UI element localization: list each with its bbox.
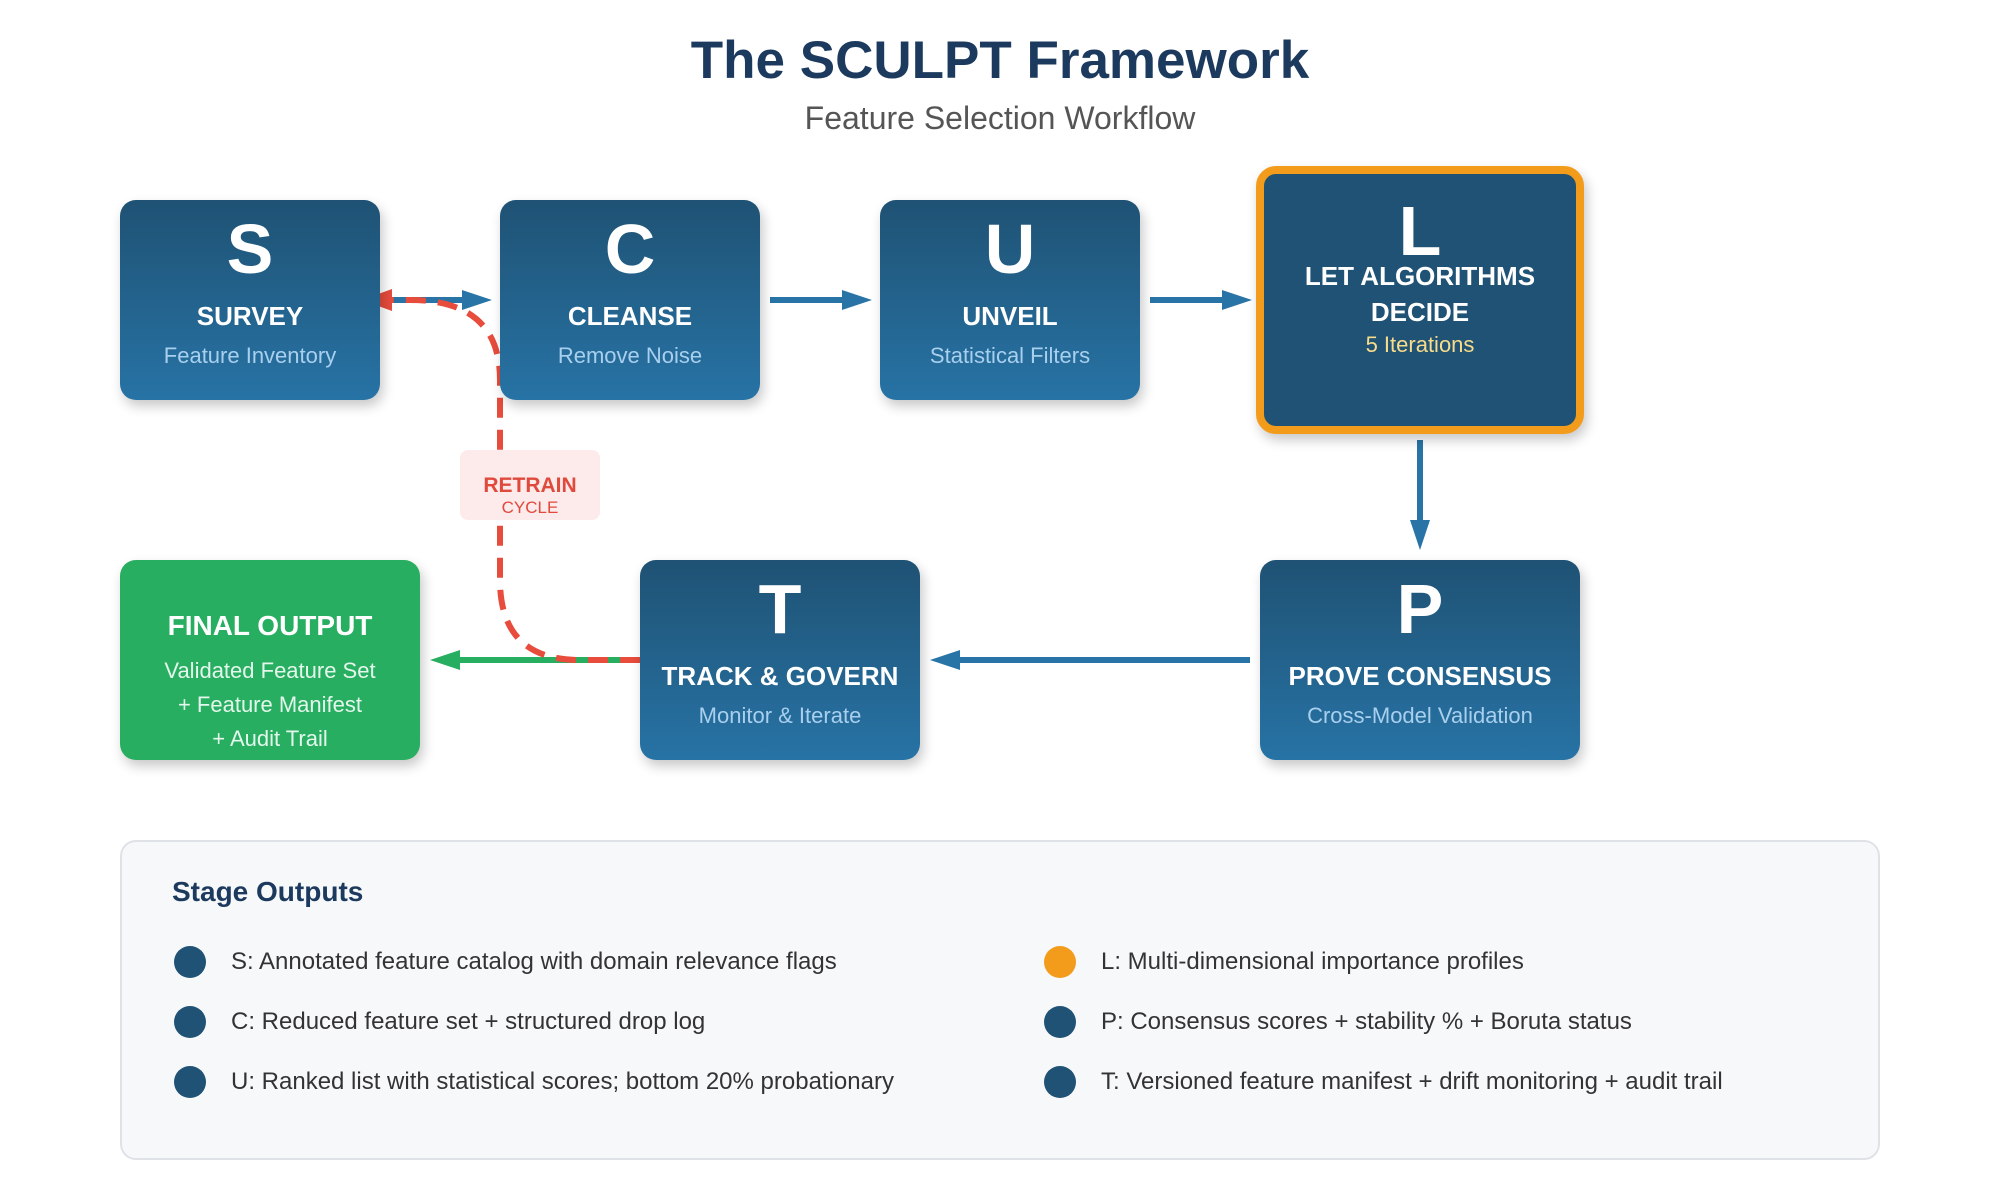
stage-output-text: U: Ranked list with statistical scores; … bbox=[231, 1068, 894, 1095]
final-output-box[interactable]: FINAL OUTPUT Validated Feature Set + Fea… bbox=[120, 560, 420, 760]
final-output-line: + Feature Manifest bbox=[177, 692, 363, 717]
stage-output-text: L: Multi-dimensional importance profiles bbox=[1101, 948, 1524, 975]
stage-name: PROVE CONSENSUS bbox=[1288, 661, 1552, 691]
stage-output-text: T: Versioned feature manifest + drift mo… bbox=[1101, 1068, 1723, 1095]
retrain-label: RETRAIN bbox=[483, 474, 577, 497]
stage-output-text: P: Consensus scores + stability % + Boru… bbox=[1101, 1008, 1632, 1035]
stage-output-text: C: Reduced feature set + structured drop… bbox=[231, 1008, 706, 1035]
stage-description: Remove Noise bbox=[557, 343, 703, 368]
bullet-dot-icon bbox=[1044, 946, 1076, 978]
stage-description: Feature Inventory bbox=[163, 343, 337, 368]
page-title: The SCULPT Framework bbox=[690, 31, 1310, 90]
stage-box-let-algorithms-decide[interactable]: L LET ALGORITHMS DECIDE 5 Iterations bbox=[1256, 166, 1584, 434]
final-output-line: + Audit Trail bbox=[212, 726, 328, 751]
stage-letter: U bbox=[984, 210, 1036, 288]
retrain-sublabel: CYCLE bbox=[501, 498, 559, 517]
stage-box-prove-consensus[interactable]: P PROVE CONSENSUS Cross-Model Validation bbox=[1260, 560, 1580, 760]
arrow-t-to-final bbox=[430, 650, 640, 670]
stage-description: Cross-Model Validation bbox=[1307, 703, 1533, 728]
final-output-line: Validated Feature Set bbox=[164, 658, 376, 683]
stage-letter: T bbox=[758, 570, 802, 648]
final-output-lines: Validated Feature Set + Feature Manifest… bbox=[120, 654, 420, 756]
arrow-l-to-p bbox=[1410, 440, 1430, 550]
stage-description: 5 Iterations bbox=[1365, 332, 1475, 357]
stage-outputs-panel: Stage Outputs S: Annotated feature catal… bbox=[120, 840, 1880, 1160]
page-subtitle: Feature Selection Workflow bbox=[804, 100, 1196, 136]
bullet-dot-icon bbox=[1044, 1006, 1076, 1038]
arrow-s-to-c bbox=[390, 290, 492, 310]
stage-letter: C bbox=[604, 210, 656, 288]
stage-description: Statistical Filters bbox=[929, 343, 1091, 368]
stage-letter: S bbox=[226, 210, 274, 288]
bullet-dot-icon bbox=[174, 1006, 206, 1038]
final-output-title: FINAL OUTPUT bbox=[167, 610, 373, 641]
stage-name: TRACK & GOVERN bbox=[661, 661, 899, 691]
bullet-dot-icon bbox=[1044, 1066, 1076, 1098]
arrow-u-to-l bbox=[1150, 290, 1252, 310]
stage-box-unveil[interactable]: U UNVEIL Statistical Filters bbox=[880, 200, 1140, 400]
bullet-dot-icon bbox=[174, 1066, 206, 1098]
stage-name: UNVEIL bbox=[962, 301, 1058, 331]
stage-letter: P bbox=[1396, 570, 1444, 648]
retrain-cycle-label: RETRAIN CYCLE bbox=[460, 450, 600, 520]
stage-name: SURVEY bbox=[196, 301, 304, 331]
stage-box-survey[interactable]: S SURVEY Feature Inventory bbox=[120, 200, 380, 400]
arrow-p-to-t bbox=[930, 650, 1250, 670]
bullet-dot-icon bbox=[174, 946, 206, 978]
stage-name: CLEANSE bbox=[567, 301, 693, 331]
stage-output-text: S: Annotated feature catalog with domain… bbox=[231, 948, 837, 975]
stage-box-track-govern[interactable]: T TRACK & GOVERN Monitor & Iterate bbox=[640, 560, 920, 760]
stage-description: Monitor & Iterate bbox=[698, 703, 862, 728]
stage-box-cleanse[interactable]: C CLEANSE Remove Noise bbox=[500, 200, 760, 400]
stage-outputs-title: Stage Outputs bbox=[172, 876, 364, 907]
arrow-c-to-u bbox=[770, 290, 872, 310]
stage-letter: L bbox=[1398, 192, 1442, 270]
stage-name: LET ALGORITHMS DECIDE bbox=[1304, 261, 1536, 327]
